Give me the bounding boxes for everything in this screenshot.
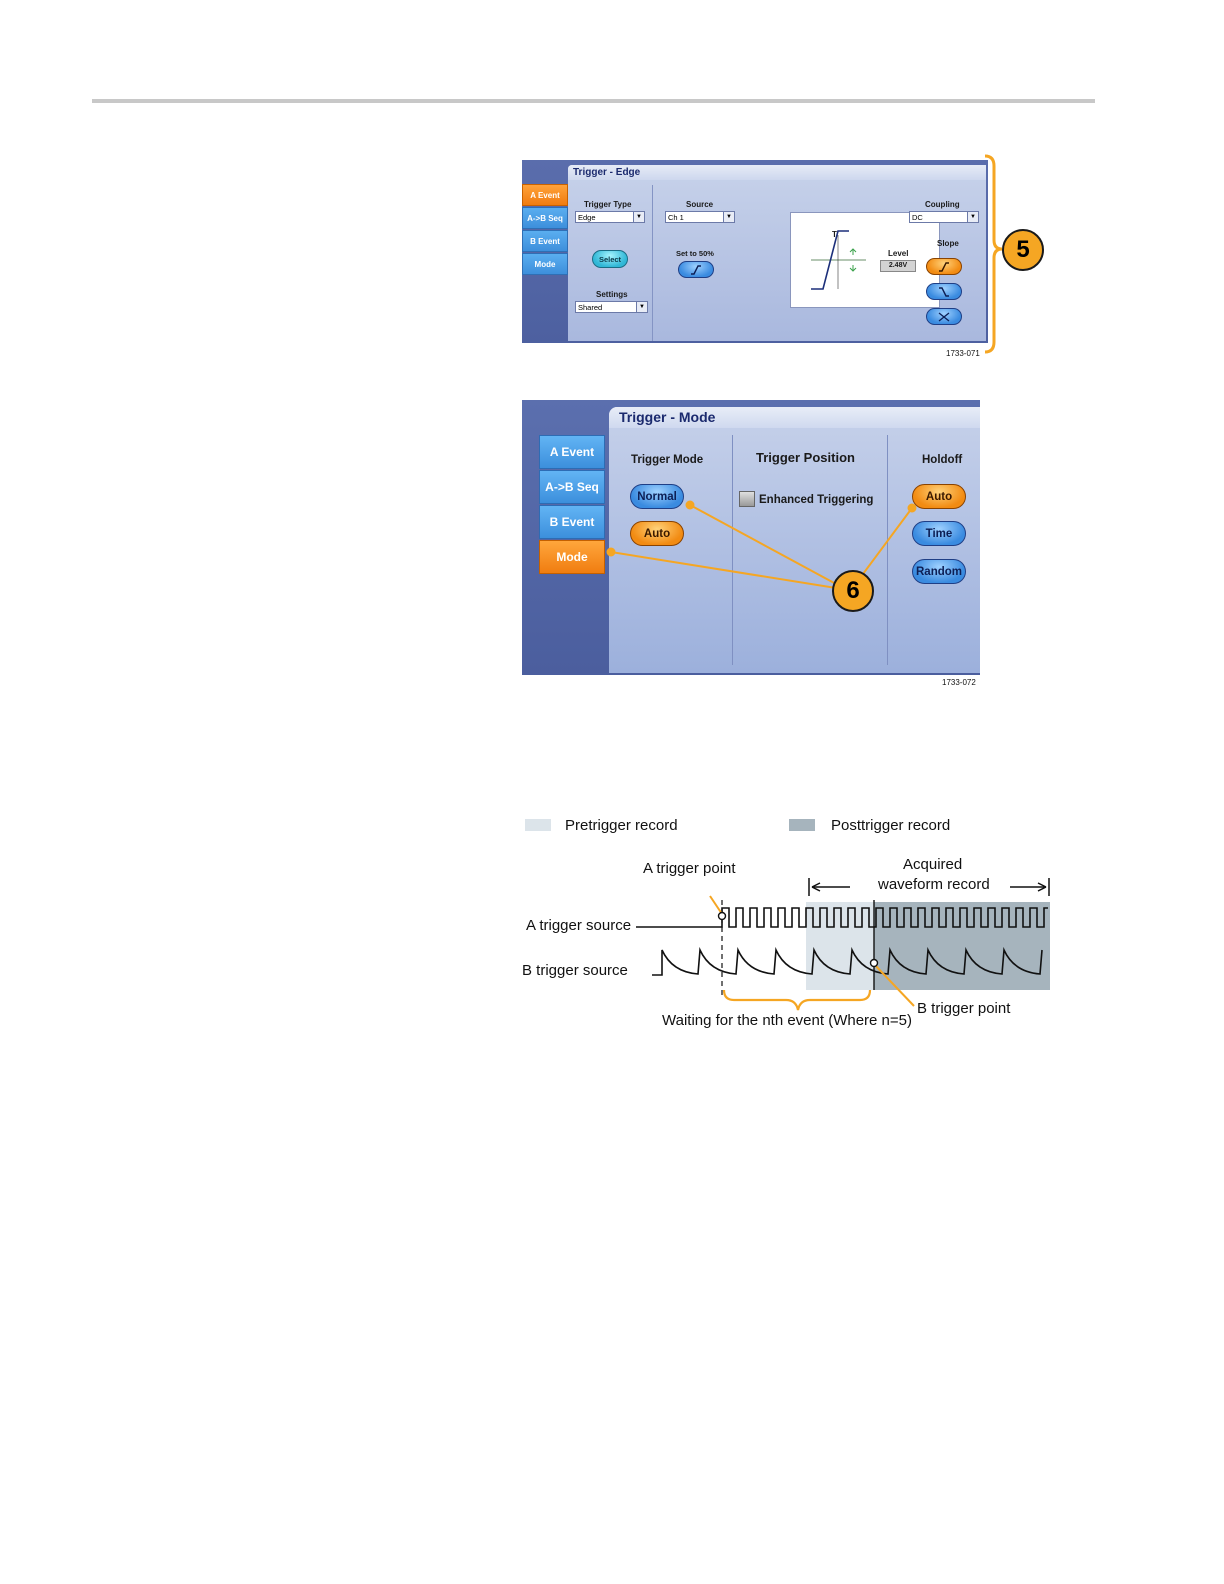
- callout-leader-lines: [606, 500, 917, 589]
- tab-mode[interactable]: Mode: [539, 540, 605, 574]
- trigger-position-label: Trigger Position: [756, 450, 855, 465]
- posttrigger-legend-label: Posttrigger record: [831, 817, 951, 834]
- panel-title: Trigger - Edge: [573, 167, 641, 178]
- trigger-type-label: Trigger Type: [584, 200, 632, 209]
- settings-select[interactable]: Shared ▼: [575, 301, 648, 313]
- enhanced-triggering-checkbox[interactable]: [739, 491, 755, 507]
- callout-6: 6: [832, 570, 874, 612]
- slope-falling-button[interactable]: [926, 283, 962, 300]
- either-slope-icon: [938, 311, 950, 322]
- tab-b-event[interactable]: B Event: [539, 505, 605, 539]
- set-to-50-button[interactable]: [678, 261, 714, 278]
- coupling-label: Coupling: [925, 200, 960, 209]
- pretrigger-legend-label: Pretrigger record: [565, 817, 678, 834]
- auto-button[interactable]: Auto: [630, 521, 684, 546]
- dropdown-arrow-icon: ▼: [636, 302, 647, 312]
- slope-label: Slope: [937, 239, 959, 248]
- acquired-label-line1: Acquired: [903, 856, 963, 873]
- trigger-mode-label: Trigger Mode: [631, 454, 704, 466]
- coupling-value: DC: [912, 213, 923, 222]
- dropdown-arrow-icon: ▼: [967, 212, 978, 222]
- tab-a-event[interactable]: A Event: [522, 184, 568, 206]
- falling-slope-icon: [939, 286, 949, 297]
- b-trigger-point-label: B trigger point: [917, 1000, 1011, 1017]
- holdoff-label: Holdoff: [922, 454, 963, 466]
- settings-value: Shared: [578, 303, 603, 312]
- edge-title-bar: [568, 165, 986, 180]
- trigger-timing-diagram: [636, 878, 1050, 1011]
- edge-tab-list: A Event A->B Seq B Event Mode: [522, 184, 568, 276]
- acquired-label-line2: waveform record: [878, 876, 990, 893]
- set-to-50-label: Set to 50%: [676, 249, 714, 258]
- trigger-level-graph: T Level 2.48V: [790, 212, 940, 308]
- a-trigger-point-label: A trigger point: [643, 860, 736, 877]
- holdoff-time-button[interactable]: Time: [912, 521, 966, 546]
- dropdown-arrow-icon: ▼: [633, 212, 644, 222]
- tab-mode[interactable]: Mode: [522, 253, 568, 275]
- header-rule: [92, 99, 1095, 103]
- posttrigger-swatch: [789, 819, 815, 831]
- source-value: Ch 1: [668, 213, 684, 222]
- edge-panel-body: Trigger - Edge Trigger Type Edge ▼ Selec…: [568, 165, 986, 341]
- coupling-select[interactable]: DC ▼: [909, 211, 979, 223]
- waiting-label: Waiting for the nth event (Where n=5): [662, 1012, 912, 1029]
- select-button[interactable]: Select: [592, 250, 628, 268]
- trigger-type-select[interactable]: Edge ▼: [575, 211, 645, 223]
- source-select[interactable]: Ch 1 ▼: [665, 211, 735, 223]
- divider: [887, 435, 888, 665]
- a-trigger-source-label: A trigger source: [526, 917, 632, 934]
- level-label: Level: [888, 249, 909, 258]
- holdoff-auto-button[interactable]: Auto: [912, 484, 966, 509]
- tab-a-b-seq[interactable]: A->B Seq: [522, 207, 568, 229]
- normal-button[interactable]: Normal: [630, 484, 684, 509]
- graph-t-label: T: [832, 230, 837, 239]
- mode-panel-body: Trigger - Mode Trigger Mode Normal Auto …: [609, 407, 980, 673]
- trigger-edge-panel: A Event A->B Seq B Event Mode Trigger - …: [522, 160, 988, 343]
- figure-number-2: 1733-072: [942, 678, 976, 687]
- edge-graph-svg: [811, 230, 866, 290]
- source-label: Source: [686, 200, 714, 209]
- tab-a-b-seq[interactable]: A->B Seq: [539, 470, 605, 504]
- dropdown-arrow-icon: ▼: [723, 212, 734, 222]
- level-value[interactable]: 2.48V: [880, 260, 916, 272]
- rising-edge-icon: [691, 264, 701, 275]
- mode-tab-list: A Event A->B Seq B Event Mode: [539, 435, 605, 575]
- tab-a-event[interactable]: A Event: [539, 435, 605, 469]
- tab-b-event[interactable]: B Event: [522, 230, 568, 252]
- panel-title: Trigger - Mode: [619, 409, 716, 425]
- trigger-type-value: Edge: [578, 213, 596, 222]
- mode-title-bar: [609, 407, 980, 428]
- rising-slope-icon: [939, 261, 949, 272]
- trigger-mode-panel: A Event A->B Seq B Event Mode Trigger - …: [522, 400, 980, 675]
- divider: [652, 185, 653, 341]
- b-trigger-source-label: B trigger source: [522, 962, 628, 979]
- enhanced-triggering-label: Enhanced Triggering: [759, 494, 874, 506]
- callout-5: 5: [1002, 229, 1044, 271]
- slope-either-button[interactable]: [926, 308, 962, 325]
- divider: [732, 435, 733, 665]
- slope-rising-button[interactable]: [926, 258, 962, 275]
- figure-number-1: 1733-071: [946, 349, 980, 358]
- holdoff-random-button[interactable]: Random: [912, 559, 966, 584]
- pretrigger-swatch: [525, 819, 551, 831]
- settings-label: Settings: [596, 290, 628, 299]
